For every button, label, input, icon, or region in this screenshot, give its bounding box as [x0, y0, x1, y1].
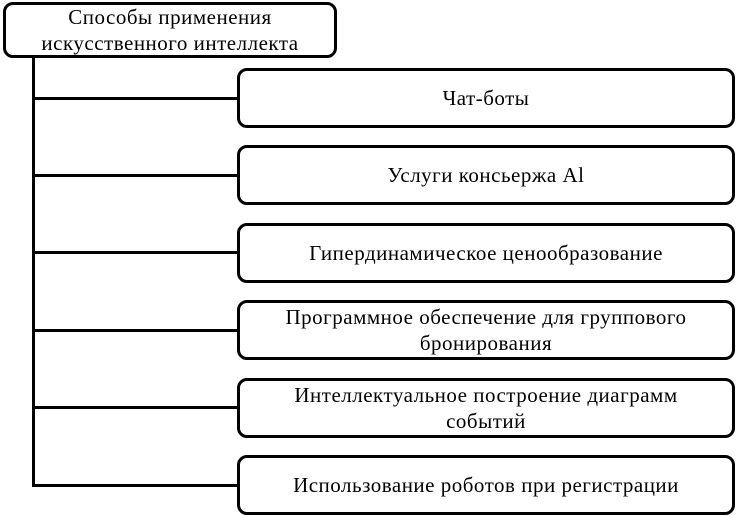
child-node: Услуги консьержа Al	[237, 145, 735, 206]
root-node: Способы применения искусственного интелл…	[3, 2, 337, 58]
child-node: Гипердинамическое ценообразование	[237, 222, 735, 283]
child-node-label: Чат-боты	[442, 86, 530, 110]
child-node-label: Услуги консьержа Al	[387, 163, 585, 188]
connector-branch	[32, 96, 240, 100]
child-node: Использование роботов при регистрации	[237, 455, 735, 515]
connector-branch	[32, 251, 240, 255]
connector-branch	[32, 483, 240, 487]
connector-branch	[32, 406, 240, 410]
root-node-label: Способы применения искусственного интелл…	[41, 5, 299, 55]
child-node-label: Гипердинамическое ценообразование	[309, 240, 663, 265]
child-node: Интеллектуальное построение диаграмм соб…	[237, 377, 735, 438]
connector-branch	[32, 328, 240, 332]
child-node: Программное обеспечение для группового б…	[237, 300, 735, 361]
child-node-label: Использование роботов при регистрации	[293, 473, 679, 497]
child-node-label: Программное обеспечение для группового б…	[285, 305, 687, 356]
connector-branch	[32, 173, 240, 177]
child-node: Чат-боты	[237, 68, 735, 128]
connector-trunk	[32, 55, 35, 487]
child-node-label: Интеллектуальное построение диаграмм соб…	[294, 382, 678, 433]
